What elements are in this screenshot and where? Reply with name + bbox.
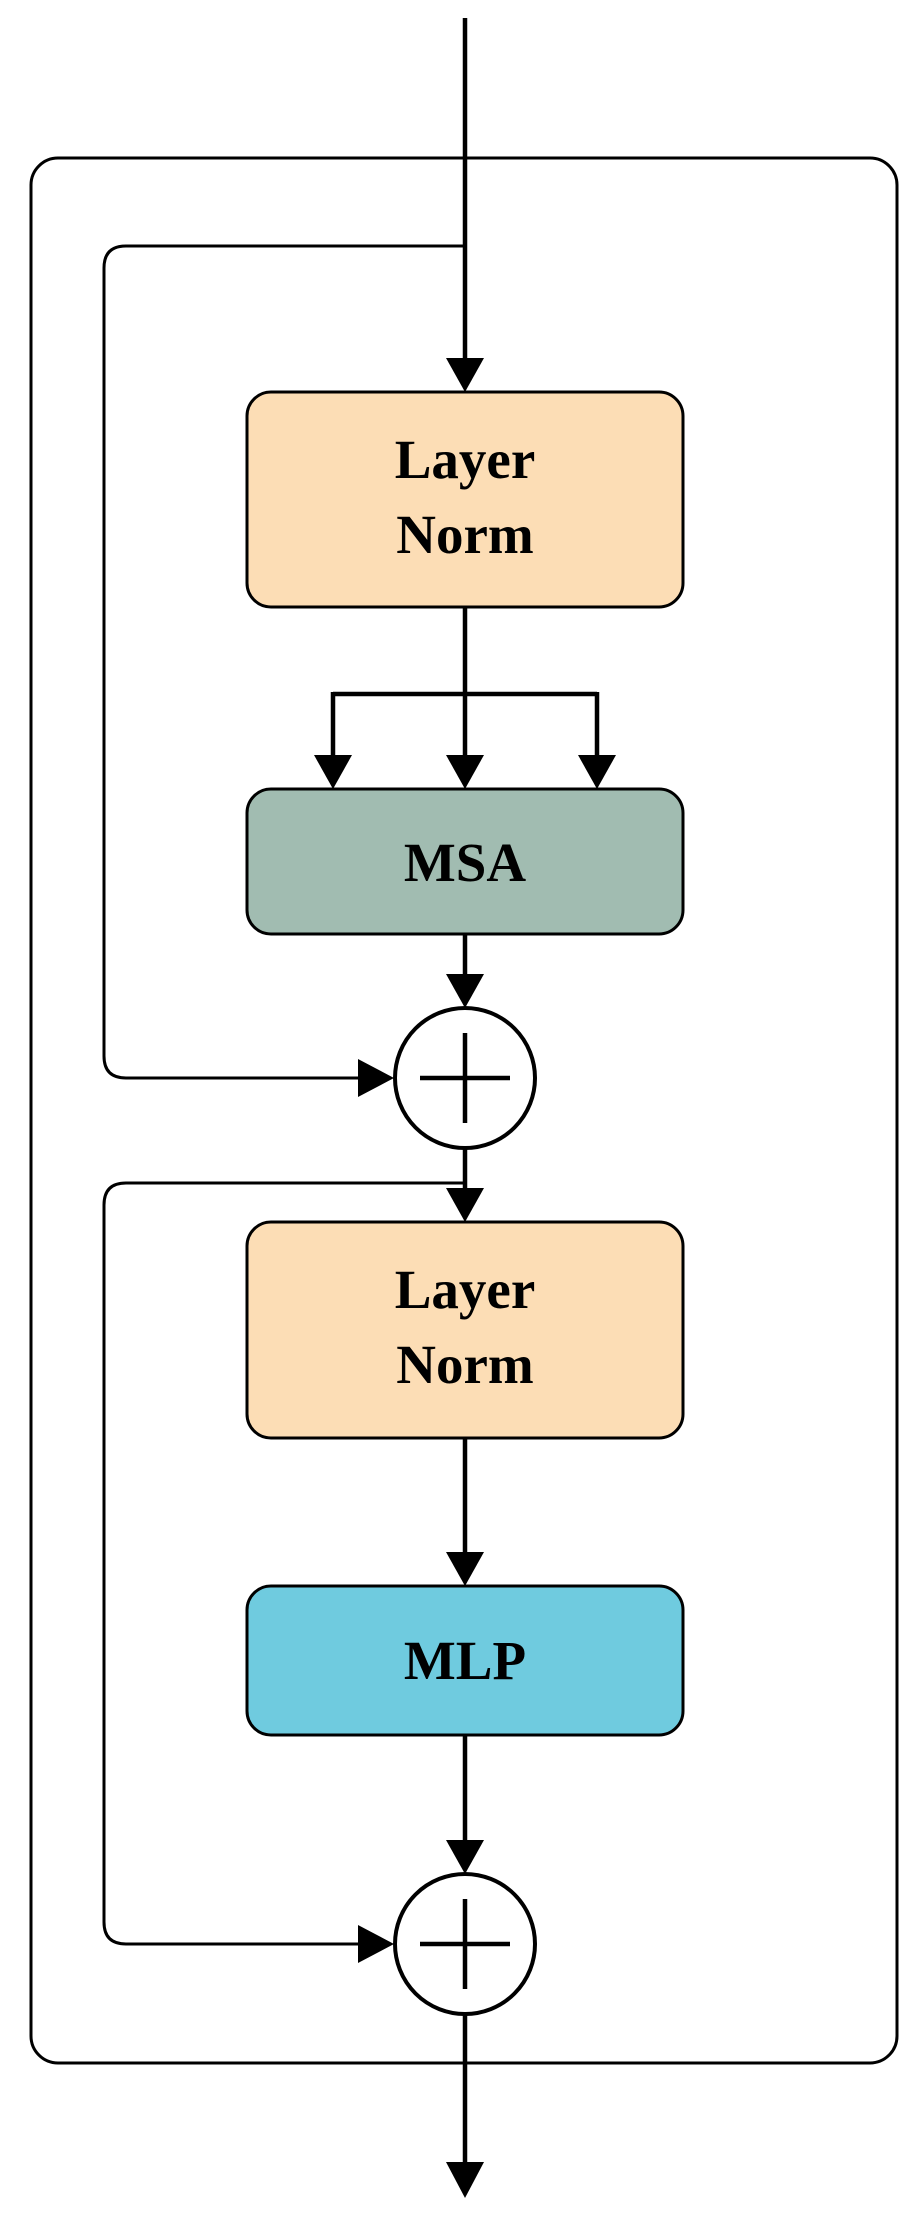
- mlp-label: MLP: [404, 1630, 526, 1691]
- plus-icon: [420, 1033, 510, 1123]
- layer-norm-2-label-line1: Layer: [395, 1259, 536, 1320]
- arrowhead-down-icon: [446, 358, 484, 392]
- add-circle-1: [393, 1006, 537, 1150]
- layer-norm-2-label-line2: Norm: [396, 1334, 533, 1395]
- mlp-to-add2-arrow: [446, 1735, 484, 1874]
- msa-label: MSA: [404, 832, 527, 893]
- triple-arrow-split: [314, 691, 616, 789]
- ln2-to-mlp-arrow: [446, 1438, 484, 1586]
- arrowhead-right-icon: [358, 1925, 394, 1963]
- layer-norm-1-label-line1: Layer: [395, 429, 536, 490]
- arrowhead-down-icon: [446, 755, 484, 789]
- plus-icon: [420, 1899, 510, 1989]
- layer-norm-1-box: [245, 390, 685, 609]
- layer-norm-1-label-line2: Norm: [396, 504, 533, 565]
- arrowhead-down-icon: [446, 1840, 484, 1874]
- arrowhead-right-icon: [358, 1059, 394, 1097]
- residual-2-path: [102, 1181, 465, 1946]
- arrowhead-down-icon: [314, 755, 352, 789]
- arrowhead-down-icon: [578, 755, 616, 789]
- layer-norm-1-block: Layer Norm: [245, 390, 685, 609]
- output-arrow: [446, 2014, 484, 2198]
- layer-norm-2-block: Layer Norm: [245, 1220, 685, 1440]
- layer-norm-2-box: [245, 1220, 685, 1440]
- add-circle-2: [393, 1872, 537, 2016]
- residual-connection-2: [102, 1181, 465, 1963]
- arrowhead-down-icon: [446, 974, 484, 1008]
- arrowhead-down-icon: [446, 2162, 484, 2198]
- msa-block: MSA: [245, 787, 685, 936]
- residual-connection-1: [102, 244, 465, 1097]
- mlp-block: MLP: [245, 1584, 685, 1737]
- add1-to-ln2-arrow: [446, 1148, 484, 1222]
- residual-1-path: [102, 244, 465, 1080]
- arrowhead-down-icon: [446, 1188, 484, 1222]
- msa-to-add1-arrow: [446, 934, 484, 1008]
- input-arrow: [446, 18, 484, 392]
- arrowhead-down-icon: [446, 1552, 484, 1586]
